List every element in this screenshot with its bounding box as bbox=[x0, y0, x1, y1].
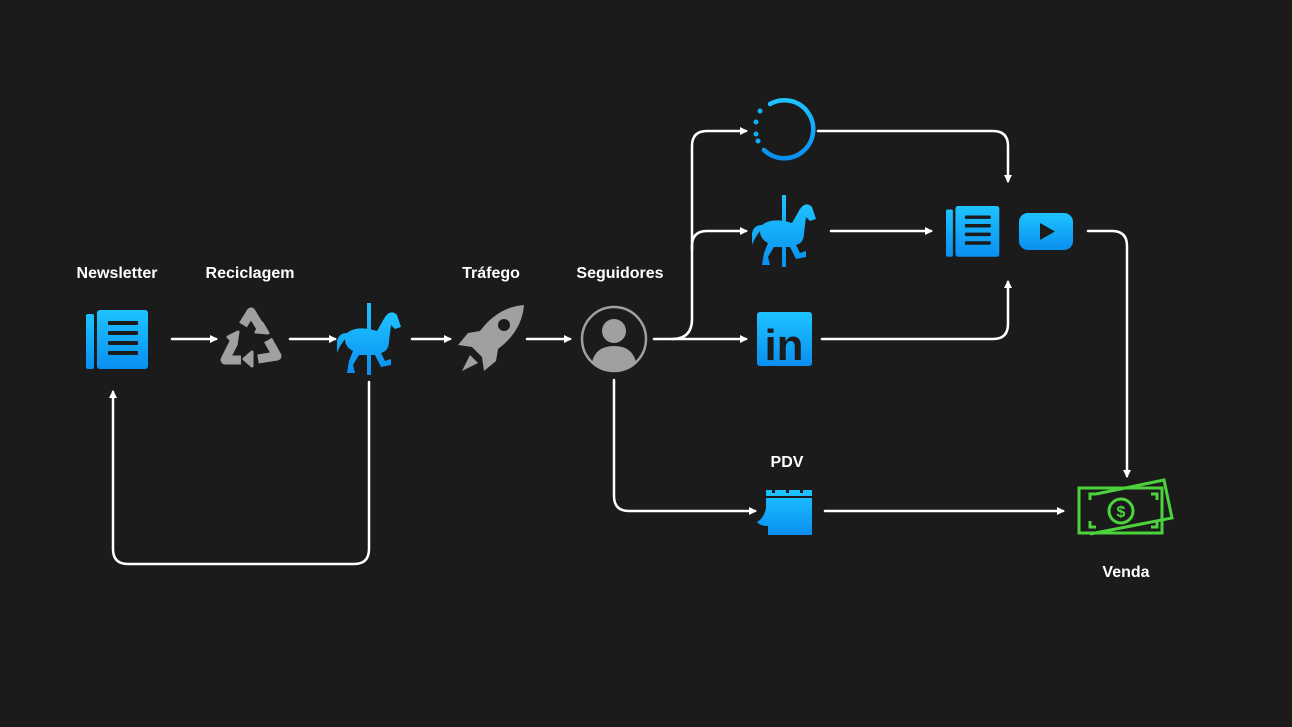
carousel-horse-icon bbox=[752, 195, 816, 267]
newspaper-icon bbox=[86, 310, 148, 369]
edge-seguidores-pdv bbox=[612, 378, 757, 515]
linkedin-icon: in bbox=[757, 312, 812, 370]
edge-youtube-venda bbox=[1086, 229, 1131, 478]
linkedin-text: in bbox=[764, 321, 803, 370]
carousel-horse-icon bbox=[337, 303, 401, 375]
edge-linkedin-content bbox=[820, 280, 1012, 341]
youtube-icon bbox=[1019, 213, 1073, 250]
label-pdv: PDV bbox=[770, 454, 804, 471]
label-trafego: Tráfego bbox=[462, 265, 520, 282]
edge-seguidores-spinner bbox=[690, 127, 748, 252]
label-newsletter: Newsletter bbox=[76, 265, 158, 282]
label-seguidores: Seguidores bbox=[576, 265, 664, 282]
money-icon: $ bbox=[1077, 478, 1174, 536]
loading-spinner-icon bbox=[753, 98, 816, 161]
edge-seguidores-carousel2 bbox=[670, 227, 748, 341]
edge-carousel-newsletter-loop bbox=[109, 380, 371, 566]
rocket-icon bbox=[458, 305, 524, 371]
label-reciclagem: Reciclagem bbox=[205, 265, 295, 282]
dollar-sign: $ bbox=[1117, 504, 1126, 521]
newspaper-icon bbox=[946, 206, 1000, 257]
edges bbox=[109, 127, 1131, 566]
recycle-icon bbox=[220, 307, 282, 368]
user-avatar-icon bbox=[580, 305, 648, 373]
edge-spinner-content bbox=[816, 129, 1012, 183]
label-venda: Venda bbox=[1102, 564, 1150, 581]
calendar-icon bbox=[757, 487, 812, 535]
